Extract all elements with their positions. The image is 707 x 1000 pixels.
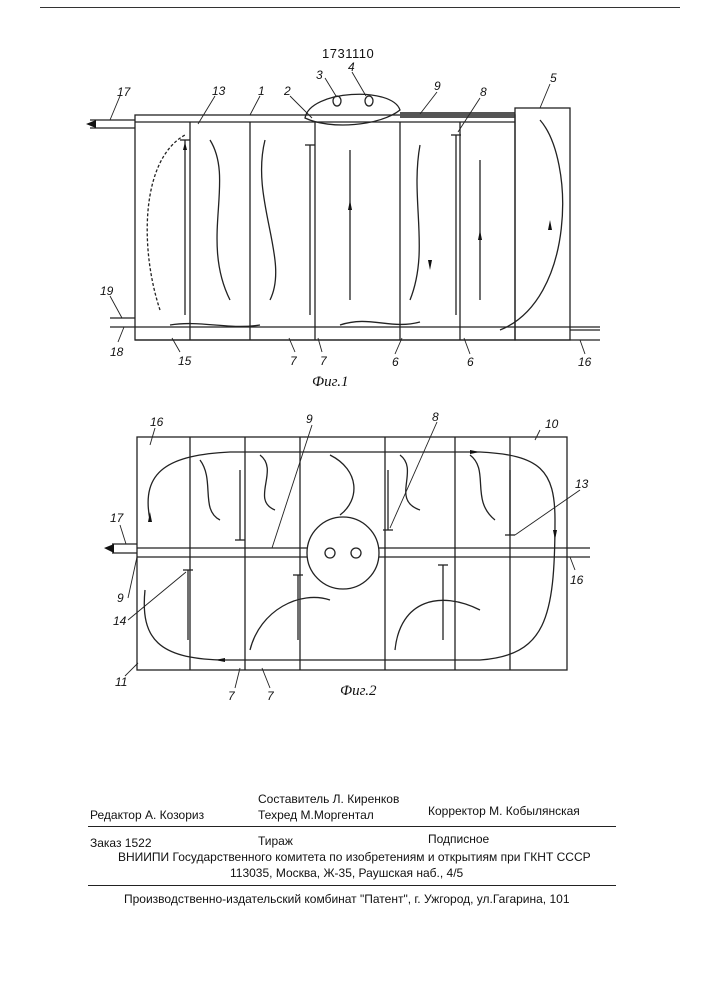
fig2-label: 10 (545, 417, 559, 431)
imprint-divider (88, 826, 616, 827)
fig2-label: 9 (306, 412, 313, 426)
fig2-label: 7 (267, 689, 275, 703)
fig2-label: 11 (115, 675, 127, 689)
fig2-label: 9 (117, 591, 124, 605)
fig2-label: 17 (110, 511, 125, 525)
corrector-line: Корректор М. Кобылянская (428, 804, 580, 818)
fig2-label: 16 (150, 415, 164, 429)
order-line: Заказ 1522 (90, 836, 152, 850)
compiler-line: Составитель Л. Киренков (258, 792, 399, 806)
fig2-caption: Фиг.2 (340, 683, 377, 699)
organization-line: ВНИИПИ Государственного комитета по изоб… (118, 850, 591, 864)
fig2-label: 7 (228, 689, 236, 703)
fig2-label: 16 (570, 573, 584, 587)
subscription-line: Подписное (428, 832, 489, 846)
figure-2-drawing: 16 9 8 10 13 17 9 14 16 11 7 7 Фиг.2 (0, 0, 707, 720)
circulation-line: Тираж (258, 834, 293, 848)
editor-line: Редактор А. Козориз (90, 808, 204, 822)
publisher-line: Производственно-издательский комбинат "П… (124, 892, 570, 906)
imprint-divider (88, 885, 616, 886)
fig2-label: 13 (575, 477, 589, 491)
fig2-label: 8 (432, 410, 439, 424)
address-line: 113035, Москва, Ж-35, Раушская наб., 4/5 (230, 866, 463, 880)
techred-line: Техред М.Моргентал (258, 808, 374, 822)
fig2-label: 14 (113, 614, 127, 628)
